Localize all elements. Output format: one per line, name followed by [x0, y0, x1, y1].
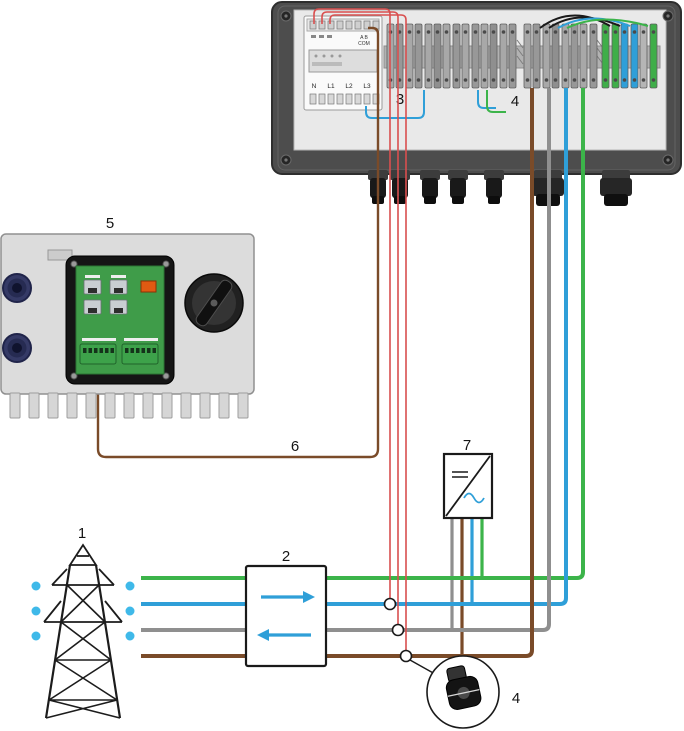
callout-grid: 1 — [78, 525, 86, 542]
ac-line-green — [141, 88, 585, 580]
dc-connector-top — [2, 273, 32, 303]
cabinet-inner-edge — [277, 5, 676, 171]
ct-leader-line — [409, 659, 436, 675]
inverter-label-plate — [47, 249, 73, 261]
callout-terminal-blocks: 4 — [511, 93, 519, 110]
ct-wire-red-3 — [329, 14, 407, 651]
cabinet-screw-icon — [280, 10, 292, 22]
cable-gland — [390, 170, 410, 204]
meter-rs485-label: A B — [360, 35, 368, 41]
arrow-left-head-icon — [257, 629, 269, 641]
comm-terminal-strip-right — [121, 343, 159, 365]
meter-neutral-jumper — [365, 90, 425, 119]
rj45-port-icon — [109, 299, 128, 315]
rs485-cable — [96, 26, 380, 459]
rj45-port-icon — [83, 299, 102, 315]
meter-top-terminals — [309, 20, 380, 30]
ac-line-gray — [141, 88, 551, 632]
terminal-label — [82, 338, 116, 341]
jumper-wire-blue — [477, 90, 496, 109]
pylon-legs — [44, 564, 122, 719]
meter-led-icon — [330, 54, 334, 58]
dc-ac-divider — [445, 455, 491, 517]
port-label — [111, 275, 126, 278]
comm-terminal-strip-left — [79, 343, 117, 365]
dc-connector-bottom — [2, 333, 32, 363]
pylon-crossarms — [43, 568, 123, 623]
pylon-lattice — [45, 584, 121, 719]
meter-com-label: COM — [358, 41, 370, 47]
callout-inverter: 5 — [106, 215, 114, 232]
insulator-dots — [31, 581, 135, 641]
meter-led-icon — [314, 54, 318, 58]
insulator-dot-icon — [31, 631, 41, 641]
distribution-cabinet: A B COM N L1 L2 L3 — [271, 1, 682, 206]
cable-gland — [448, 170, 468, 204]
terminal-label — [124, 338, 158, 341]
dc-switch-knob — [184, 273, 244, 333]
current-transformer — [445, 665, 482, 710]
comm-module — [65, 255, 175, 385]
utility-grid-pylon — [43, 543, 123, 719]
dc-symbol-icon — [452, 471, 468, 478]
meter-led-icon — [322, 54, 326, 58]
cabinet-screw-icon — [662, 154, 674, 166]
meter-terminal-l2: L2 — [345, 83, 353, 90]
insulator-dot-icon — [31, 581, 41, 591]
inverter-bottom-view — [0, 233, 255, 419]
energy-meter: A B COM N L1 L2 L3 — [303, 15, 383, 111]
rj45-port-icon — [109, 279, 128, 295]
callout-energy-meter: 3 — [396, 91, 404, 108]
ct-clamp-point-1 — [383, 597, 397, 611]
ac-line-brown — [141, 88, 534, 658]
pv-inverter-symbol — [442, 452, 494, 520]
rj45-port-icon — [83, 279, 102, 295]
heatsink-fins — [9, 392, 249, 419]
cable-gland — [484, 170, 504, 204]
insulator-dot-icon — [125, 631, 135, 641]
cable-gland — [420, 170, 440, 204]
port-label — [85, 275, 100, 278]
arrow-right-head-icon — [303, 591, 315, 603]
insulator-dot-icon — [125, 606, 135, 616]
metering-device — [244, 564, 328, 668]
insulator-dot-icon — [31, 606, 41, 616]
cabinet-screw-icon — [280, 154, 292, 166]
dip-switch-block — [140, 280, 157, 293]
metering-device-box — [244, 564, 328, 668]
meter-display-text — [312, 62, 342, 66]
callout-current-transformer: 4 — [512, 690, 520, 707]
jumper-wire-black — [539, 14, 611, 29]
insulator-dot-icon — [125, 581, 135, 591]
meter-display — [308, 49, 378, 73]
ct-split-line — [447, 689, 480, 697]
meter-bottom-terminals — [309, 93, 380, 105]
cable-gland-large — [600, 170, 632, 206]
jumper-wire-green — [486, 90, 506, 113]
callout-comm-cable: 6 — [291, 438, 299, 455]
meter-mark — [319, 35, 324, 38]
meter-terminal-n: N — [312, 83, 317, 90]
cabinet-screw-icon — [662, 10, 674, 22]
ct-clamp-point-2 — [391, 623, 405, 637]
callout-metering-device: 2 — [282, 548, 290, 565]
pylon-peak — [68, 543, 98, 566]
ac-line-blue — [141, 88, 568, 606]
jumper-wire-black — [548, 16, 621, 29]
jumper-wire-blue — [557, 17, 631, 29]
jumper-wire-green — [566, 18, 649, 29]
din-rail-hatch — [516, 39, 604, 65]
callout-pv-inverter: 7 — [463, 437, 471, 454]
meter-terminal-l1: L1 — [327, 83, 335, 90]
meter-terminal-l3: L3 — [363, 83, 371, 90]
meter-mark — [327, 35, 332, 38]
ct-clamp-point-3 — [399, 649, 413, 663]
ac-sine-icon — [463, 492, 485, 504]
meter-led-icon — [338, 54, 342, 58]
meter-mark — [311, 35, 316, 38]
